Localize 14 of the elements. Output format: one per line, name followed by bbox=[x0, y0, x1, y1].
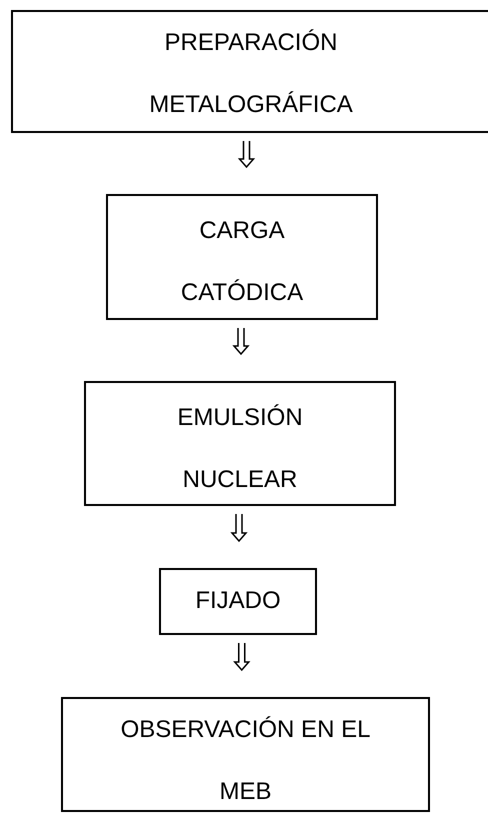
step-label: OBSERVACIÓN EN EL MEB bbox=[120, 715, 372, 807]
process-box bbox=[61, 697, 430, 812]
step-label: FIJADO bbox=[194, 586, 282, 616]
process-box bbox=[159, 568, 317, 635]
process-box bbox=[84, 381, 396, 506]
arrow bbox=[230, 513, 248, 542]
arrow bbox=[238, 140, 256, 168]
process-box bbox=[106, 194, 378, 320]
arrow bbox=[232, 327, 250, 356]
process-box bbox=[11, 10, 488, 133]
step-label: PREPARACIÓN METALOGRÁFICA bbox=[148, 28, 354, 120]
step-label: CARGA CATÓDICA bbox=[180, 216, 304, 308]
step-label: EMULSIÓN NUCLEAR bbox=[176, 403, 304, 495]
arrow bbox=[233, 642, 250, 672]
